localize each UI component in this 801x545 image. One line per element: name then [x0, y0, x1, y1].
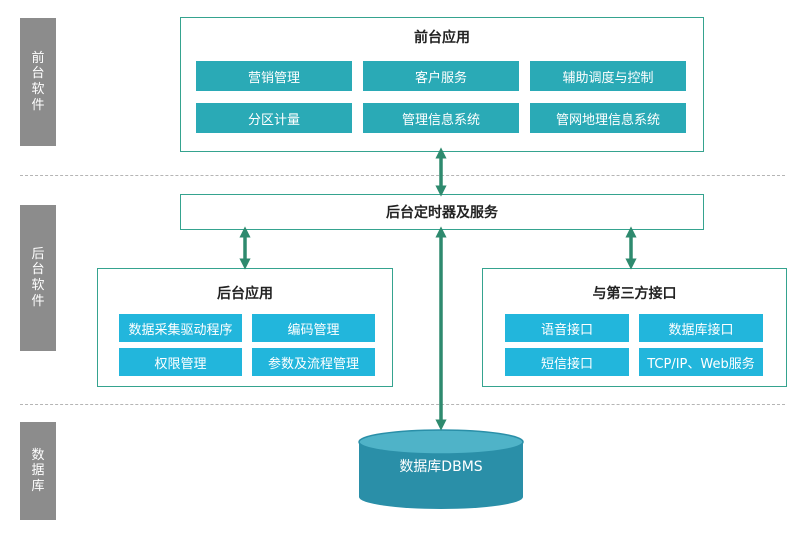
module-tcpip-web: TCP/IP、Web服务: [639, 348, 763, 376]
sidebar-front-label: 前台软件: [31, 50, 45, 113]
separator-bottom: [20, 404, 785, 405]
module-dispatch-control: 辅助调度与控制: [530, 61, 686, 91]
module-marketing: 营销管理: [196, 61, 352, 91]
separator-top: [20, 175, 785, 176]
sidebar-back-label: 后台软件: [31, 246, 45, 309]
back-app-panel: 后台应用 数据采集驱动程序 编码管理 权限管理 参数及流程管理: [97, 268, 393, 387]
module-mis: 管理信息系统: [363, 103, 519, 133]
module-gis: 管网地理信息系统: [530, 103, 686, 133]
module-sms-interface: 短信接口: [505, 348, 629, 376]
module-params-workflow: 参数及流程管理: [252, 348, 375, 376]
timer-service-bar: 后台定时器及服务: [180, 194, 704, 230]
module-permission: 权限管理: [119, 348, 242, 376]
front-app-panel: 前台应用 营销管理 客户服务 辅助调度与控制 分区计量 管理信息系统 管网地理信…: [180, 17, 704, 152]
module-district-metering: 分区计量: [196, 103, 352, 133]
module-customer-service: 客户服务: [363, 61, 519, 91]
third-party-title: 与第三方接口: [592, 286, 677, 302]
database-label: 数据库DBMS: [399, 459, 483, 475]
module-encoding: 编码管理: [252, 314, 375, 342]
back-app-title: 后台应用: [217, 286, 273, 302]
module-voice-interface: 语音接口: [505, 314, 629, 342]
sidebar-front-software: 前台软件: [20, 18, 56, 146]
sidebar-db-label: 数据库: [31, 447, 45, 494]
third-party-panel: 与第三方接口 语音接口 数据库接口 短信接口 TCP/IP、Web服务: [482, 268, 787, 387]
module-data-acquisition: 数据采集驱动程序: [119, 314, 242, 342]
front-app-title: 前台应用: [414, 30, 470, 46]
database-cylinder: [358, 429, 524, 509]
sidebar-back-software: 后台软件: [20, 205, 56, 351]
sidebar-database: 数据库: [20, 422, 56, 520]
module-db-interface: 数据库接口: [639, 314, 763, 342]
